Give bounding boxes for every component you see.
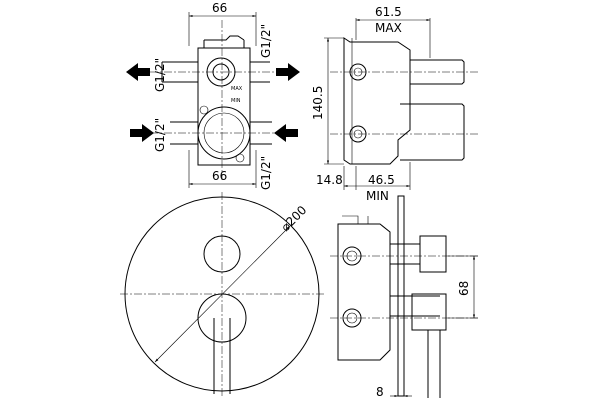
cover-plate-front-view: [120, 192, 325, 398]
outlet-arrow-top-left-icon: [126, 63, 150, 81]
thread-bottom-left-label: G1/2": [153, 118, 167, 152]
dim-side-min-value: 46.5: [368, 173, 395, 187]
dim-side-bottom: [343, 162, 411, 190]
dim-bottom-width-label: 66: [212, 169, 227, 183]
min-mark: MIN: [231, 98, 241, 104]
valve-body-front-view: MAX MIN: [150, 20, 290, 180]
dim-side-height: [324, 37, 344, 165]
dim-plate-thickness-label: 8: [376, 385, 384, 399]
thread-bottom-right-label: G1/2": [259, 156, 273, 190]
inlet-arrow-right-icon: [274, 124, 298, 142]
thread-top-left-label: G1/2": [153, 58, 167, 92]
dim-side-offset-label: 14.8: [316, 173, 343, 187]
dim-bottom-width: [188, 150, 257, 188]
dim-side-min-label: MIN: [366, 189, 389, 203]
max-mark: MAX: [231, 86, 243, 92]
valve-body-side-view: [330, 37, 480, 165]
dim-side-max: [355, 18, 431, 58]
dim-spacing-label: 68: [457, 281, 471, 296]
dim-side-height-label: 140.5: [311, 86, 325, 120]
outlet-arrow-top-right-icon: [276, 63, 300, 81]
dim-side-max-label: MAX: [375, 21, 402, 35]
dim-side-max-value: 61.5: [375, 5, 402, 19]
inlet-arrow-left-icon: [130, 124, 154, 142]
dim-spacing: [448, 255, 478, 319]
dim-top-width: [188, 12, 257, 46]
thread-top-right-label: G1/2": [259, 24, 273, 58]
assembly-side-view: [330, 195, 480, 398]
dim-top-width-label: 66: [212, 1, 227, 15]
